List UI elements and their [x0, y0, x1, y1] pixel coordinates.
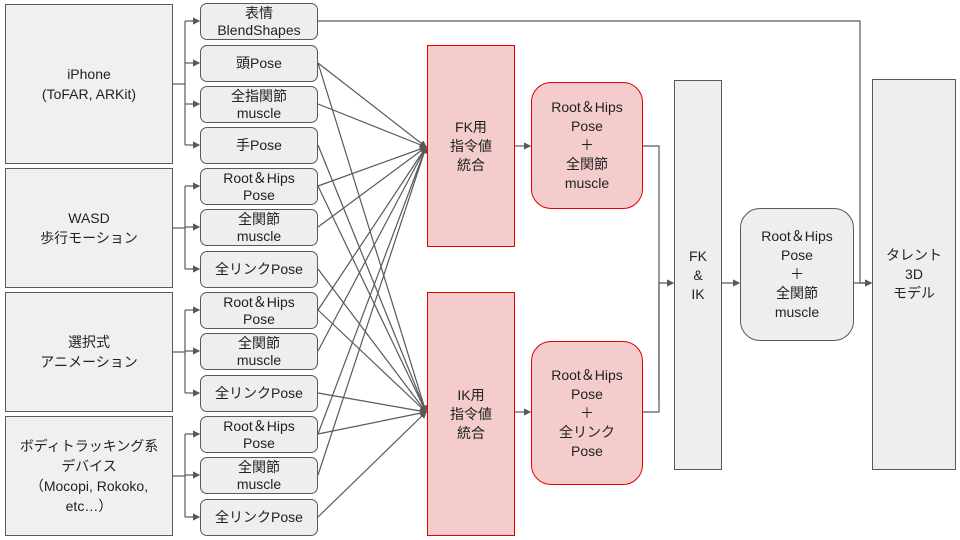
output-joint-muscle: 全関節 muscle [200, 457, 318, 494]
source-wasd: WASD 歩行モーション [5, 168, 173, 288]
ik-pose-to-solver [643, 283, 660, 413]
output-blendshapes: 表情 BlendShapes [200, 3, 318, 40]
ik-integrator: IK用 指令値 統合 [427, 292, 515, 536]
output-link-pose: 全リンクPose [200, 499, 318, 536]
source-body-tracking: ボディトラッキング系 デバイス （Mocopi, Rokoko, etc…） [5, 416, 173, 536]
fk-input-line [317, 145, 428, 187]
output-joint-muscle: 全関節 muscle [200, 209, 318, 246]
fk-input-line [317, 145, 427, 352]
fk-input-line [317, 62, 427, 148]
output-root-hips-pose: Root＆Hips Pose [200, 416, 318, 453]
ik-input-line [317, 309, 427, 413]
ik-input-line [317, 144, 428, 414]
output-joint-muscle: 全関節 muscle [200, 333, 318, 370]
output-head-pose: 頭Pose [200, 45, 318, 82]
fk-input-line [317, 145, 428, 435]
final-pose: Root＆Hips Pose ＋ 全関節 muscle [740, 208, 854, 341]
output-finger-muscle: 全指関節 muscle [200, 86, 318, 123]
fk-ik-solver: FK & IK [674, 80, 722, 470]
source-animation: 選択式 アニメーション [5, 292, 173, 412]
talent-3d-model: タレント 3D モデル [872, 79, 956, 470]
output-link-pose: 全リンクPose [200, 251, 318, 288]
fk-integrator: FK用 指令値 統合 [427, 45, 515, 247]
fk-input-line [317, 103, 428, 149]
output-hand-pose: 手Pose [200, 127, 318, 164]
ik-input-line [317, 411, 427, 518]
output-link-pose: 全リンクPose [200, 375, 318, 412]
ik-input-line [317, 185, 427, 414]
ik-output-pose: Root＆Hips Pose ＋ 全リンク Pose [531, 341, 643, 485]
fk-pose-to-solver [643, 145, 675, 400]
source-iphone: iPhone (ToFAR, ARKit) [5, 4, 173, 164]
fk-input-line [317, 145, 427, 311]
fk-input-line [317, 146, 427, 228]
ik-input-line [317, 392, 428, 415]
ik-input-line [317, 268, 427, 413]
ik-input-line [317, 409, 428, 435]
ik-input-line [317, 62, 428, 414]
fk-input-line [317, 145, 428, 476]
fk-output-pose: Root＆Hips Pose ＋ 全関節 muscle [531, 82, 643, 209]
output-root-hips-pose: Root＆Hips Pose [200, 168, 318, 205]
output-root-hips-pose: Root＆Hips Pose [200, 292, 318, 329]
